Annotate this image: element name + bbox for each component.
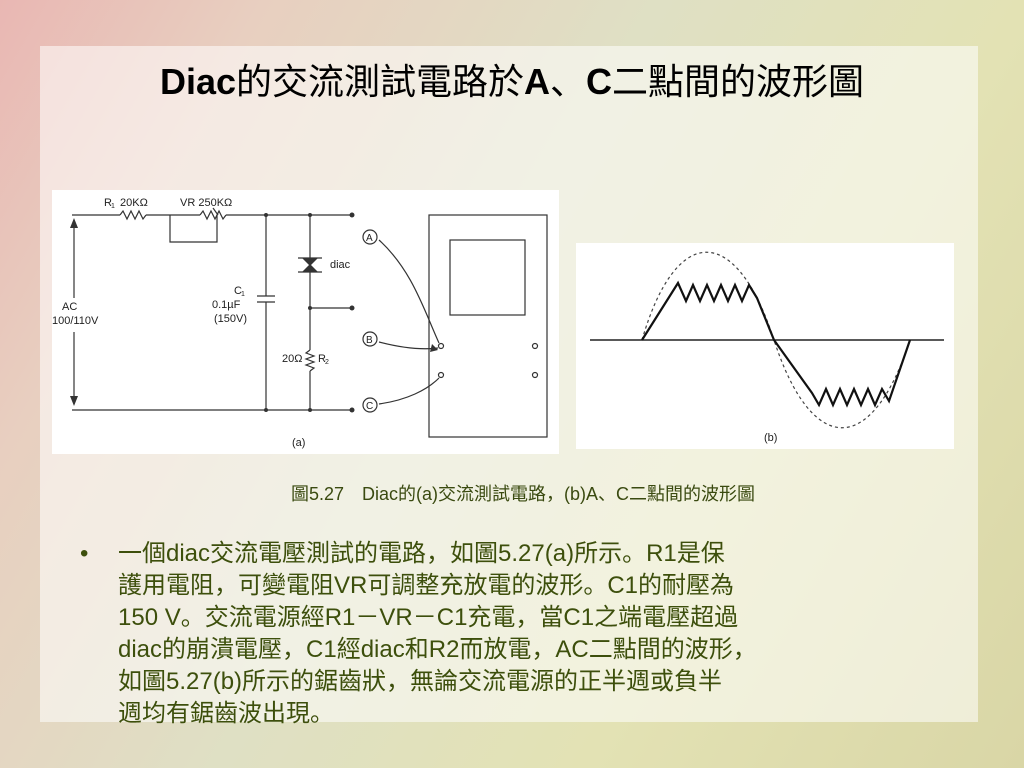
r1-value: 20KΩ [120,197,148,209]
r2-sub: 2 [325,359,329,366]
r1-sub: 1 [111,203,115,210]
waveform-diagram: (b) [590,251,944,444]
ac-voltage-label: 100/110V [52,315,99,327]
slide-title: Diac的交流測試電路於A、C二點間的波形圖 [0,58,1024,106]
c1-sub: 1 [241,291,245,298]
circuit-diagram: R 1 20KΩ VR 250KΩ AC 100/110V C 1 0.1µF … [52,197,548,449]
point-a-label: A [366,233,373,244]
figure-a-caption: (a) [292,437,305,449]
vr-label: VR 250KΩ [180,197,232,209]
point-c-label: C [366,401,373,412]
figure-a-circuit: R 1 20KΩ VR 250KΩ AC 100/110V C 1 0.1µF … [52,190,559,454]
title-part: 、 [550,61,587,102]
title-part: Diac [159,61,236,102]
body-line: diac的崩潰電壓，C1經diac和R2而放電，AC二點間的波形， [118,636,757,663]
title-part: C [586,61,613,102]
body-paragraph: 一個diac交流電壓測試的電路，如圖5.27(a)所示。R1是保 護用電阻，可變… [118,538,918,730]
c1-label: C [234,285,242,297]
title-part: 的交流測試電路於 [236,61,525,102]
body-line: 150 V。交流電源經R1－VR－C1充電，當C1之端電壓超過 [118,604,739,631]
figure-caption: 圖5.27 Diac的(a)交流測試電路，(b)A、C二點間的波形圖 [290,484,756,504]
ac-label: AC [62,301,77,313]
title-part: 二點間的波形圖 [612,61,865,102]
c1-value: 0.1µF [212,299,241,311]
body-line: 一個diac交流電壓測試的電路，如圖5.27(a)所示。R1是保 [118,540,725,567]
body-line: 護用電阻，可變電阻VR可調整充放電的波形。C1的耐壓為 [118,572,735,599]
bullet-icon: • [80,540,89,567]
c1-rating: (150V) [214,313,247,325]
body-line: 週均有鋸齒波出現。 [118,700,334,727]
body-line: 如圖5.27(b)所示的鋸齒狀，無論交流電源的正半週或負半 [118,668,723,695]
diac-label: diac [330,259,351,271]
point-b-label: B [366,335,373,346]
r2-label: R [318,353,326,365]
r2-value: 20Ω [282,353,302,365]
figure-b-caption: (b) [764,432,777,444]
figure-b-waveform: (b) [576,243,954,449]
title-part: A [524,61,551,102]
r1-label: R [104,197,112,209]
